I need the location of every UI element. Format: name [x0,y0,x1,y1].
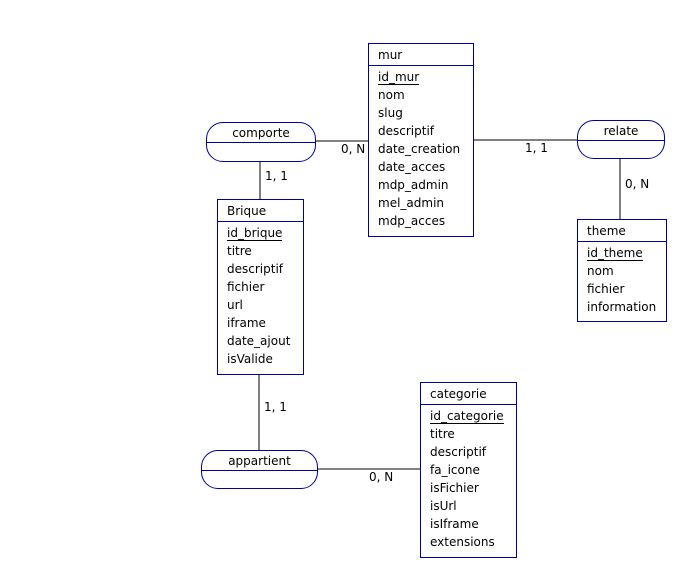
entity-brique[interactable]: Brique id_brique titre descriptif fichie… [217,199,304,375]
field-descriptif: descriptif [430,445,486,459]
field-iframe: iframe [227,316,266,330]
cardinality-comporte-brique: 1, 1 [265,169,288,183]
field-mdp-acces: mdp_acces [378,214,446,228]
field-isvalide: isValide [227,352,273,366]
field-nom: nom [587,264,614,278]
association-relate-label: relate [578,121,664,141]
field-fa-icone: fa_icone [430,463,480,477]
field-information: information [587,300,657,314]
cardinality-relate-theme: 0, N [625,177,650,191]
association-appartient[interactable]: appartient [201,450,318,489]
field-descriptif: descriptif [227,262,283,276]
field-slug: slug [378,106,403,120]
field-date-acces: date_acces [378,160,446,174]
field-id-mur: id_mur [378,70,420,85]
field-extensions: extensions [430,535,495,549]
association-comporte[interactable]: comporte [206,122,316,162]
field-date-creation: date_creation [378,142,461,156]
entity-mur[interactable]: mur id_mur nom slug descriptif date_crea… [368,43,474,237]
entity-theme[interactable]: theme id_theme nom fichier information [577,219,667,322]
field-nom: nom [378,88,405,102]
cardinality-appartient-categorie: 0, N [369,470,394,484]
field-id-theme: id_theme [587,246,643,261]
entity-mur-title: mur [369,44,473,66]
field-isurl: isUrl [430,499,457,513]
field-id-brique: id_brique [227,226,283,241]
field-descriptif: descriptif [378,124,434,138]
field-titre: titre [430,427,455,441]
field-id-categorie: id_categorie [430,409,504,424]
field-isiframe: isIframe [430,517,479,531]
field-fichier: fichier [227,280,265,294]
field-date-ajout: date_ajout [227,334,291,348]
cardinality-comporte-mur: 0, N [341,142,366,156]
field-titre: titre [227,244,252,258]
entity-theme-title: theme [578,220,666,242]
cardinality-appartient-brique: 1, 1 [264,400,287,414]
entity-brique-title: Brique [218,200,303,222]
entity-categorie[interactable]: categorie id_categorie titre descriptif … [420,382,517,558]
field-url: url [227,298,243,312]
association-appartient-label: appartient [202,451,317,471]
association-relate[interactable]: relate [577,120,665,159]
field-mdp-admin: mdp_admin [378,178,449,192]
association-comporte-label: comporte [207,123,315,143]
field-isfichier: isFichier [430,481,479,495]
field-fichier: fichier [587,282,625,296]
field-mel-admin: mel_admin [378,196,445,210]
cardinality-relate-mur: 1, 1 [525,141,548,155]
entity-categorie-title: categorie [421,383,516,405]
